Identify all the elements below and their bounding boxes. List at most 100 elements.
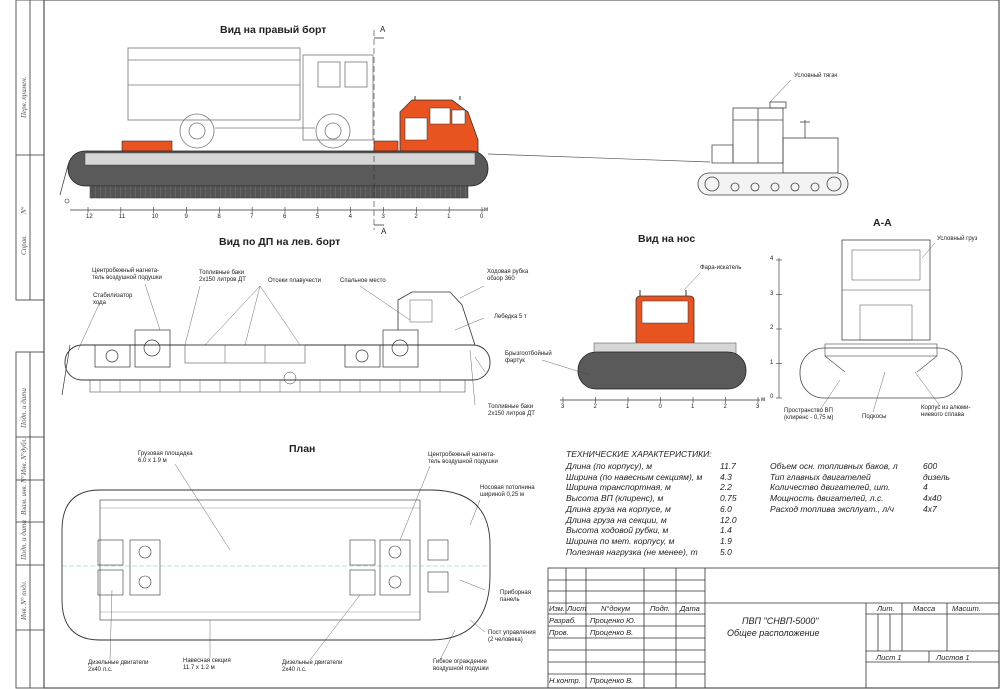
view-title-nose: Вид на нос [638,233,696,245]
scale-nose-label: 3 [756,404,760,410]
spec-key: Объем осн. топливных баков, л [770,461,898,471]
spec-value: 1.4 [720,525,732,536]
tb-h-list: Лист [567,604,587,613]
spec-key: Мощность двигателей, л.с. [770,493,884,504]
scale-main-label: 6 [283,214,287,220]
tb-title-2: Общее расположение [727,628,820,638]
tb-sheet: Лист 1 [876,653,902,662]
tb-h-izm: Изм. [549,604,565,613]
truck-outline [127,47,374,149]
side-stamp-strip [15,0,45,689]
spec-value: 4 [923,482,928,493]
spec-key: Ширина по мет. корпусу, м [566,535,675,546]
scale-section-label: 3 [770,290,774,297]
spec-key: Высота ходовой рубки, м [566,525,669,536]
tb-h-massa: Масса [913,604,936,613]
tb-prov-name: Проценко В. [590,628,634,637]
spec-value: дизель [923,471,950,482]
spec-value: 600 [923,461,938,471]
scale-main-label: 9 [184,214,188,220]
view-title-section: А-А [873,217,892,229]
view-title-dp-left: Вид по ДП на лев. борт [219,236,341,248]
spec-value: 5.0 [720,546,732,557]
label-control: Пост управления(2 человека) [488,630,536,643]
label-podkosy: Подкосы [862,414,887,420]
tb-title-1: ПВП "СНВП-5000" [742,616,819,626]
scale-nose-label: 3 [561,404,565,410]
side-stamp-label: Справ. [20,235,28,255]
spec-value: 12.0 [720,514,737,525]
tb-h-data: Дата [680,604,700,613]
scale-section-label: 2 [770,325,774,331]
view-title-plan: План [289,443,316,455]
spec-value: 11.7 [720,461,736,471]
label-searchlight: Фара-искатель [700,265,742,271]
scale-main-label: 5 [315,214,320,220]
view-title-right-side: Вид на правый борт [220,24,327,36]
scale-section-label: 0 [770,394,774,400]
tractor-drawing [697,79,849,196]
scale-nose-label: 1 [626,404,630,410]
tb-prov: Пров. [549,628,569,637]
scale-nose-unit: м [761,397,766,403]
scale-nose-label: 1 [691,404,695,410]
section-aa-view [776,239,963,413]
spec-key: Полезная нагрузка (не менее), т [566,546,698,557]
label-centrifugal-plan: Центробежный нагнета-тель воздушной поду… [428,452,498,465]
title-block-grid [547,567,1000,689]
side-stamp-label: Перв. примен. [20,76,28,119]
tb-h-lit: Лит. [877,604,895,613]
side-stamp-label: Инв. N°дубл. [20,437,28,475]
scale-main-label: 4 [348,214,352,220]
scale-main-label: 10 [151,214,159,220]
side-stamp-label: Взам. инв. N° [20,475,28,515]
scale-main-label: 0 [480,214,484,220]
dp-left-view [61,283,491,406]
spec-key: Ширина (по навесным секциям), м [566,471,703,482]
scale-main-label: 1 [447,214,451,220]
scale-nose-label: 2 [723,404,727,410]
spec-key: Расход топлива эксплуат., л/ч [770,503,894,514]
scale-main-label: 7 [250,214,254,220]
spec-key: Длина груза на корпусе, м [566,503,671,514]
side-stamp-label: Инв. N° подл. [20,580,28,620]
tb-razrab-name: Проценко Ю. [590,616,636,625]
tb-nkontr: Н.контр. [549,676,581,685]
scale-main-label: 12 [86,214,93,220]
right-side-view [59,30,711,230]
label-centrifugal: Центробежный нагнета-тель воздушной поду… [92,268,162,281]
spec-value: 1.9 [720,535,732,546]
label-vp-space: Пространство ВП(клиренс - 0,75 м) [784,408,834,421]
tb-h-ndoc: N°докум [601,604,631,613]
spec-key: Количество двигателей, шт. [770,482,891,493]
tb-h-masht: Масшт. [952,604,981,613]
spec-value: 6.0 [720,503,732,514]
side-stamp-label: N° [20,206,28,214]
scale-main-label: 11 [118,214,126,220]
tb-sheets: Листов 1 [936,653,970,662]
scale-nose-label: 2 [593,404,597,410]
tb-razrab: Разраб. [549,616,577,625]
tb-h-podp: Подп. [650,604,670,613]
nose-view [541,272,760,403]
label-sleeping: Спальное место [340,278,386,284]
scale-section-label: 1 [770,359,774,366]
label-hull: Корпус из алюми-ниевого сплава [921,405,971,418]
tb-nkontr-name: Проценко В. [590,676,634,685]
section-mark-bottom: А [381,227,387,236]
spec-value: 2.2 [720,482,732,493]
spec-value: 4.3 [720,471,732,482]
spec-key: Длина (по корпусу), м [566,461,653,471]
